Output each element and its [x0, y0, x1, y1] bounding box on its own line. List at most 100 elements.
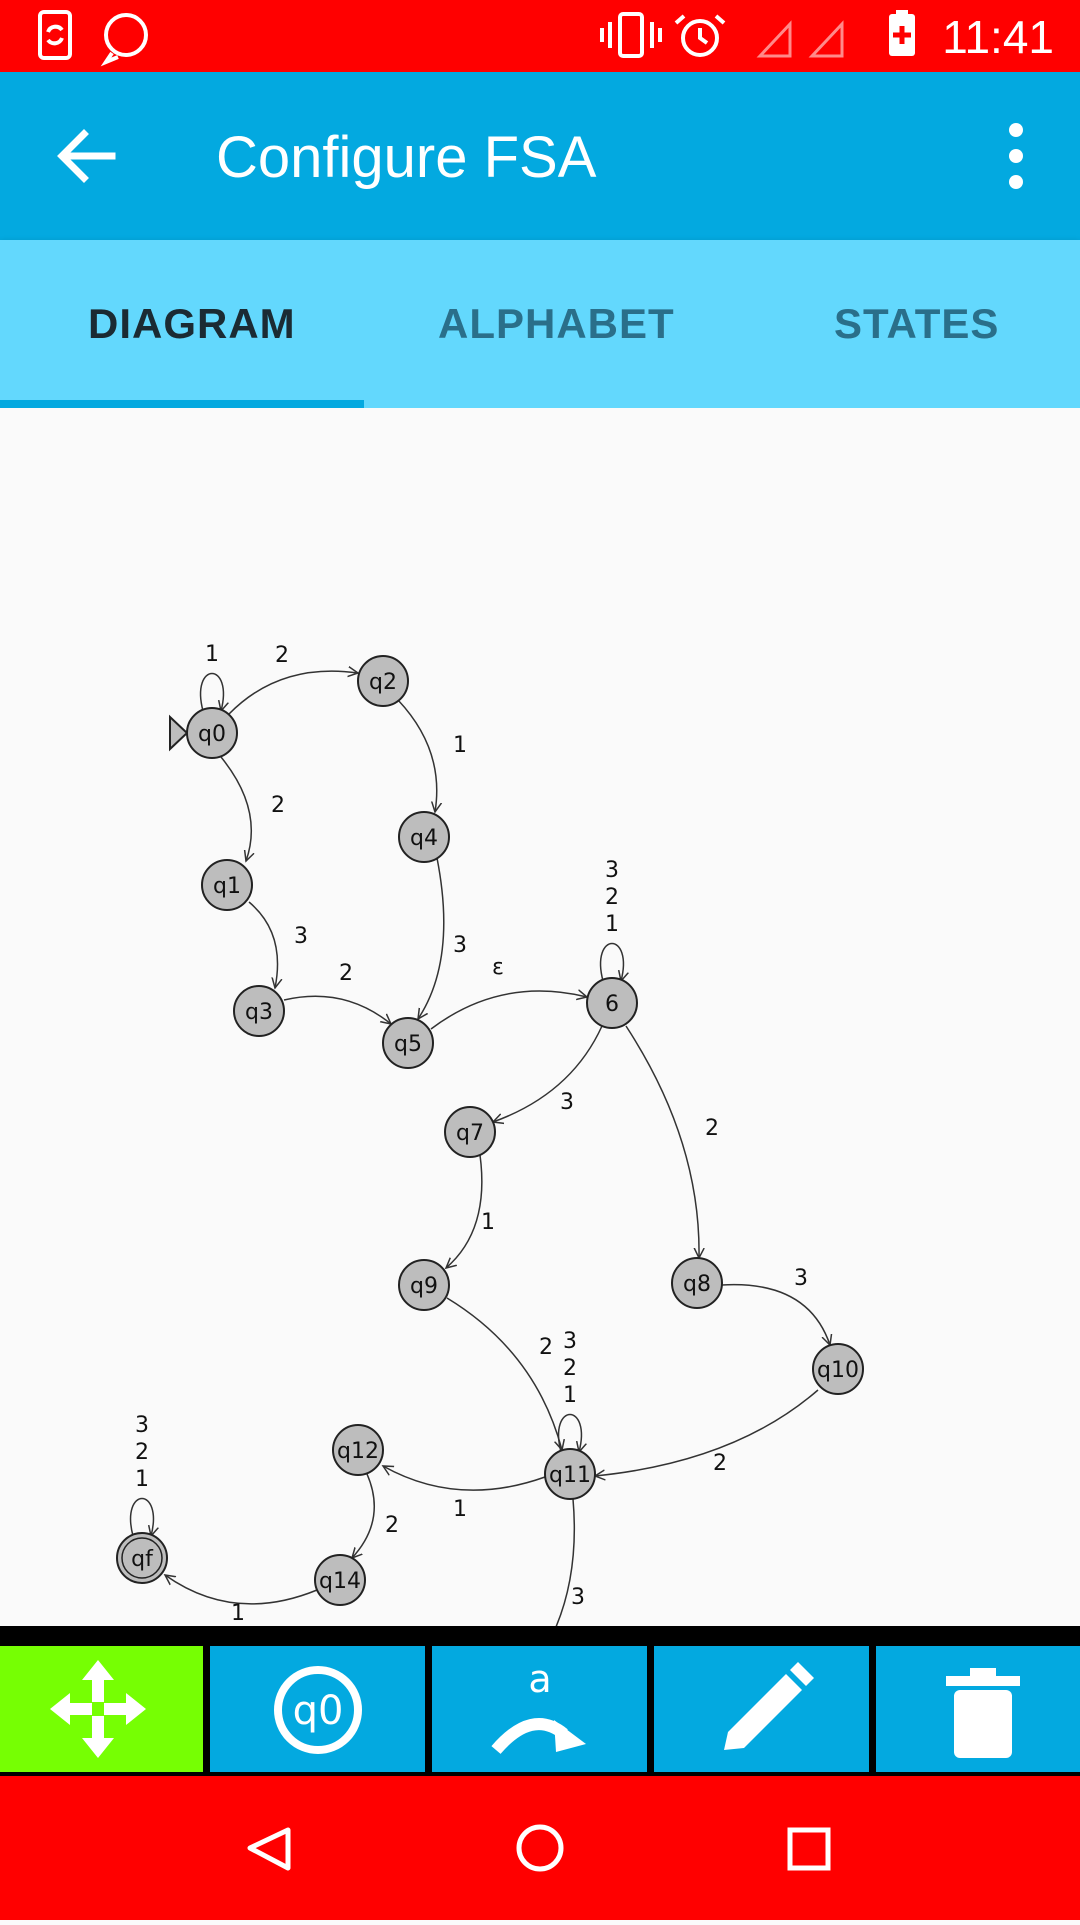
app-bar: Configure FSA	[0, 72, 1080, 240]
tab-alphabet[interactable]: ALPHABET	[438, 300, 675, 347]
back-button[interactable]	[50, 120, 122, 192]
state-circle[interactable]	[201, 859, 253, 911]
state-label: q12	[337, 1439, 379, 1464]
nav-back-icon[interactable]	[247, 1827, 291, 1871]
transition-arrow-q11-q12[interactable]	[383, 1466, 546, 1491]
state-circle[interactable]	[586, 977, 638, 1029]
state-node[interactable]: q14	[314, 1554, 366, 1606]
state-node[interactable]: 6	[586, 977, 638, 1029]
transition-label: 3	[571, 1585, 585, 1610]
state-node[interactable]: q9	[398, 1259, 450, 1311]
status-bar: 11:41	[0, 0, 1080, 72]
state-node[interactable]: qf	[116, 1532, 168, 1584]
state-node[interactable]: q10	[812, 1343, 864, 1395]
state-node[interactable]: q3	[233, 985, 285, 1037]
transition-label: 3	[794, 1266, 808, 1291]
transition-label-symbol: 3	[563, 1329, 577, 1354]
state-circle[interactable]	[186, 707, 238, 759]
state-circle[interactable]	[812, 1343, 864, 1395]
nav-recents-icon[interactable]	[787, 1827, 831, 1871]
initial-state-icon-label: q0	[293, 1688, 344, 1734]
transition-arrow-q5-6[interactable]	[430, 991, 587, 1030]
arrow-back-icon	[57, 129, 116, 183]
transition-arrow-q10-q11[interactable]	[595, 1389, 819, 1476]
state-circle[interactable]	[544, 1448, 596, 1500]
battery-icon	[889, 10, 915, 56]
transition-arrow-q3-q5[interactable]	[283, 995, 391, 1024]
whatsapp-icon	[100, 13, 148, 67]
transition-label-symbol: 2	[135, 1440, 149, 1465]
transition-arrow-q14-qf[interactable]	[165, 1575, 318, 1605]
state-node[interactable]: q5	[382, 1017, 434, 1069]
state-circle[interactable]	[398, 811, 450, 863]
initial-state-tool-button[interactable]: q0	[210, 1646, 425, 1772]
self-loop-q11[interactable]	[557, 1413, 582, 1453]
transition-arrow-q12-q14[interactable]	[352, 1473, 375, 1558]
add-transition-tool-button[interactable]: a	[432, 1646, 647, 1772]
state-node[interactable]: q4	[398, 811, 450, 863]
transition-arrow-q2-q4[interactable]	[220, 756, 251, 861]
transition-arrow-q8-q10[interactable]	[721, 1283, 830, 1345]
transition-arrow-q7-q9[interactable]	[446, 1154, 483, 1268]
transition-arrow-q1-q3[interactable]	[248, 901, 278, 988]
state-node[interactable]: q12	[332, 1424, 384, 1476]
transition-arrow-q11-offscreen[interactable]	[550, 1498, 576, 1626]
overflow-menu-button[interactable]	[988, 116, 1044, 196]
state-node[interactable]: q7	[444, 1106, 496, 1158]
transition-arrow-q0-q1[interactable]	[397, 699, 437, 812]
nav-home-icon[interactable]	[516, 1824, 564, 1872]
state-node[interactable]: q1	[201, 859, 253, 911]
state-circle[interactable]	[332, 1424, 384, 1476]
transition-arrow-q4-q5[interactable]	[418, 857, 445, 1019]
state-node[interactable]: q2	[357, 655, 409, 707]
transition-icon: a	[491, 1657, 586, 1754]
transition-arrow-6-q7[interactable]	[493, 1025, 603, 1122]
move-arrows-icon	[50, 1660, 146, 1758]
transition-label-symbol: 3	[605, 858, 619, 883]
state-label: q8	[683, 1272, 711, 1297]
self-loop-qf[interactable]	[129, 1497, 154, 1537]
state-circle[interactable]	[382, 1017, 434, 1069]
state-circle[interactable]	[233, 985, 285, 1037]
transition-label-symbol: 2	[563, 1356, 577, 1381]
page-title: Configure FSA	[216, 125, 597, 190]
state-circle[interactable]	[314, 1554, 366, 1606]
state-node[interactable]: q0	[169, 707, 238, 759]
state-circle[interactable]	[357, 655, 409, 707]
transition-label: 1	[453, 1497, 467, 1522]
self-loop-q0[interactable]	[199, 672, 224, 712]
tool-bar: q0 a	[0, 1626, 1080, 1776]
state-label: q1	[213, 874, 241, 899]
transition-label-symbol: 1	[135, 1467, 149, 1492]
final-state-ring	[121, 1537, 163, 1579]
state-circle[interactable]	[444, 1106, 496, 1158]
transition-label: 1	[481, 1210, 495, 1235]
transition-icon-label: a	[528, 1657, 551, 1701]
state-label: q7	[456, 1121, 484, 1146]
state-label: 6	[605, 992, 619, 1017]
initial-state-marker	[169, 714, 189, 752]
state-label: q9	[410, 1274, 438, 1299]
signal-icon	[808, 20, 844, 58]
state-circle[interactable]	[398, 1259, 450, 1311]
transition-arrow-6-q8[interactable]	[625, 1025, 699, 1258]
state-circle[interactable]	[116, 1532, 168, 1584]
alarm-icon	[674, 14, 726, 57]
tab-states[interactable]: STATES	[834, 300, 1000, 347]
transition-arrow-q0-q2[interactable]	[228, 671, 358, 715]
edit-tool-button[interactable]	[654, 1646, 869, 1772]
self-loop-6[interactable]	[599, 942, 624, 982]
state-node[interactable]: q11	[544, 1448, 596, 1500]
move-tool-button[interactable]	[0, 1646, 203, 1772]
delete-tool-button[interactable]	[876, 1646, 1080, 1772]
transition-arrow-q9-q11[interactable]	[446, 1297, 562, 1450]
state-node[interactable]: q8	[671, 1257, 723, 1309]
state-label: qf	[131, 1547, 154, 1572]
tab-diagram[interactable]: DIAGRAM	[88, 300, 296, 347]
tab-indicator	[0, 400, 364, 408]
state-circle[interactable]	[671, 1257, 723, 1309]
